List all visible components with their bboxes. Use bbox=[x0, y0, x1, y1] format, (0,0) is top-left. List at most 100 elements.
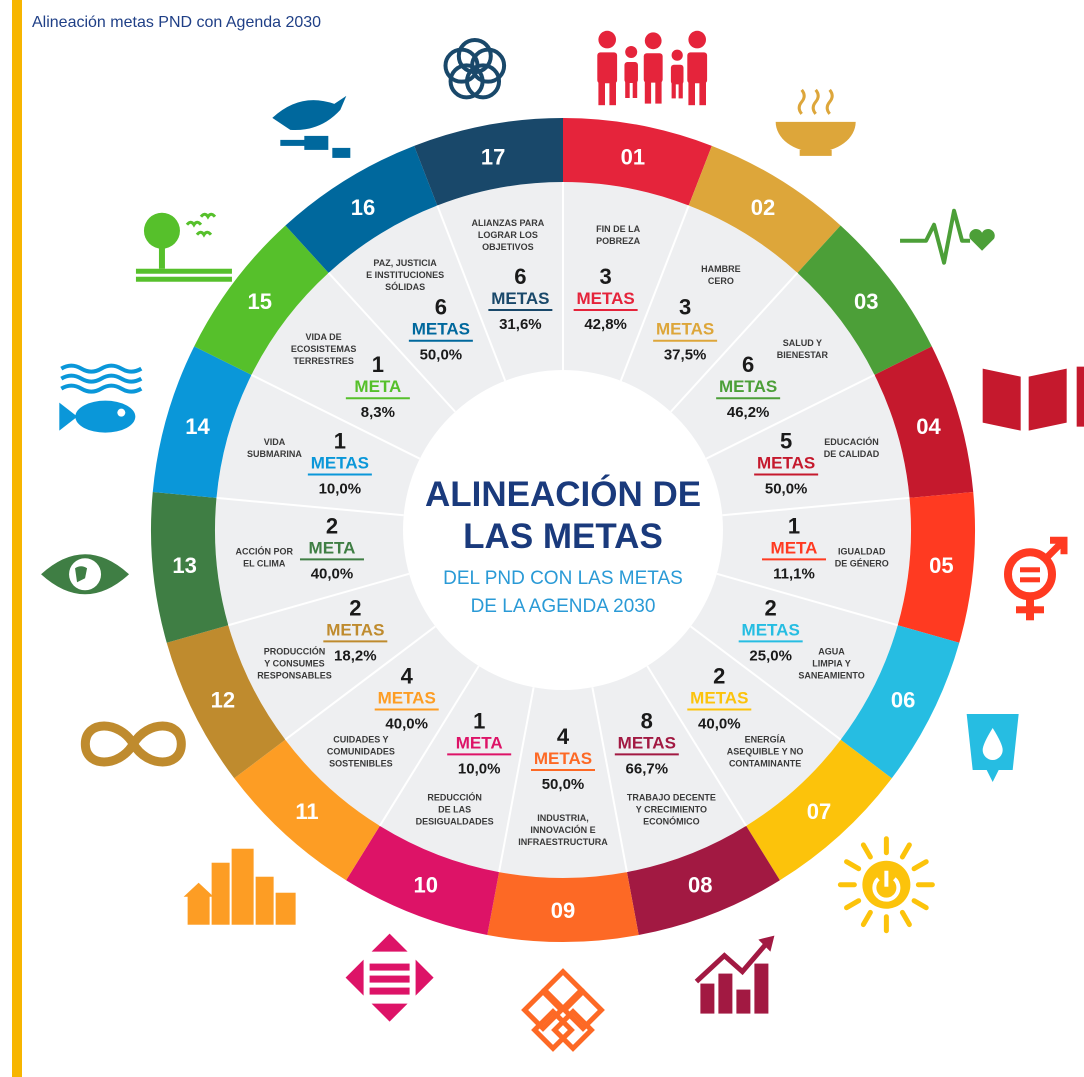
goal-02-count: 3 bbox=[679, 295, 691, 320]
goal-03-number: 03 bbox=[854, 289, 878, 314]
segment-goal-16 bbox=[285, 145, 438, 273]
goal-05-percent: 11,1% bbox=[773, 565, 815, 582]
accent-bar bbox=[12, 0, 22, 1077]
goal-15-unit: META bbox=[354, 377, 401, 396]
segment-goal-04 bbox=[874, 346, 974, 498]
segment-divider bbox=[690, 625, 842, 741]
food-bowl-icon bbox=[775, 88, 856, 156]
goal-10-percent: 10,0% bbox=[458, 760, 501, 777]
goal-14-count: 1 bbox=[334, 429, 346, 454]
cubes-icon bbox=[521, 968, 605, 1052]
goal-04-count: 5 bbox=[780, 429, 792, 454]
goal-08-number: 08 bbox=[688, 872, 712, 897]
page-title: Alineación metas PND con Agenda 2030 bbox=[32, 14, 322, 31]
goal-16-percent: 50,0% bbox=[420, 347, 463, 364]
segment-divider bbox=[251, 373, 421, 460]
segment-goal-14 bbox=[152, 346, 252, 498]
segment-divider bbox=[327, 272, 456, 413]
goal-11-unit: METAS bbox=[378, 688, 436, 707]
goal-09-count: 4 bbox=[557, 724, 570, 749]
goal-16-number: 16 bbox=[351, 195, 375, 220]
segment-divider bbox=[619, 205, 690, 382]
book-icon bbox=[982, 366, 1084, 431]
goal-05-number: 05 bbox=[929, 553, 953, 578]
center-heading-line1: ALINEACIÓN DE bbox=[425, 474, 701, 514]
goal-17-count: 6 bbox=[514, 264, 526, 289]
goal-13-percent: 40,0% bbox=[311, 565, 354, 582]
segment-goal-07 bbox=[746, 739, 892, 881]
goal-05-unit: META bbox=[771, 538, 818, 557]
segment-goal-08 bbox=[626, 825, 780, 935]
infinity-loop-icon bbox=[80, 721, 186, 767]
fish-waves-icon bbox=[59, 363, 143, 433]
goal-15-percent: 8,3% bbox=[361, 404, 395, 421]
segment-goal-05 bbox=[897, 491, 975, 643]
segment-divider bbox=[378, 665, 480, 827]
goal-13-count: 2 bbox=[326, 513, 338, 538]
goal-06-percent: 25,0% bbox=[749, 647, 792, 664]
center-disc bbox=[403, 370, 723, 690]
gender-equality-icon bbox=[1004, 536, 1068, 621]
goal-16-unit: METAS bbox=[412, 320, 470, 339]
goal-02-unit: METAS bbox=[656, 320, 714, 339]
goal-12-count: 2 bbox=[349, 595, 361, 620]
segment-goal-09 bbox=[487, 872, 639, 942]
family-icon bbox=[597, 30, 708, 106]
goal-10-number: 10 bbox=[413, 872, 437, 897]
goal-12-unit: METAS bbox=[326, 620, 384, 639]
segment-divider bbox=[716, 572, 898, 627]
segment-goal-06 bbox=[840, 625, 960, 779]
goal-09-unit: METAS bbox=[534, 749, 592, 768]
goal-02-percent: 37,5% bbox=[664, 347, 707, 364]
segment-divider bbox=[646, 665, 748, 827]
goal-01-percent: 42,8% bbox=[584, 316, 627, 333]
goal-05-count: 1 bbox=[788, 513, 800, 538]
goal-06-unit: METAS bbox=[742, 620, 800, 639]
segment-goal-13 bbox=[151, 491, 229, 643]
goal-06-count: 2 bbox=[765, 595, 777, 620]
goal-04-unit: METAS bbox=[757, 454, 815, 473]
goal-10-unit: META bbox=[456, 733, 503, 752]
center-sub-line1: DEL PND CON LAS METAS bbox=[443, 568, 683, 589]
tree-birds-icon bbox=[135, 212, 232, 282]
goal-07-percent: 40,0% bbox=[698, 715, 741, 732]
goal-12-percent: 18,2% bbox=[334, 647, 377, 664]
center-sub-line2: DE LA AGENDA 2030 bbox=[471, 596, 656, 617]
goal-06-number: 06 bbox=[891, 687, 915, 712]
goal-04-number: 04 bbox=[916, 414, 941, 439]
goal-16-count: 6 bbox=[435, 295, 447, 320]
goal-08-unit: METAS bbox=[618, 733, 676, 752]
segment-goal-15 bbox=[194, 225, 329, 375]
goal-09-percent: 50,0% bbox=[542, 776, 585, 793]
goal-15-count: 1 bbox=[372, 352, 384, 377]
segment-goal-01 bbox=[563, 118, 712, 206]
goal-13-unit: META bbox=[309, 538, 356, 557]
goal-13-number: 13 bbox=[172, 553, 196, 578]
goal-03-count: 6 bbox=[742, 352, 754, 377]
goal-17-number: 17 bbox=[481, 144, 505, 169]
goal-17-unit: METAS bbox=[491, 289, 549, 308]
goal-01-unit: METAS bbox=[577, 289, 635, 308]
goal-03-percent: 46,2% bbox=[727, 404, 770, 421]
goal-01-count: 3 bbox=[600, 264, 612, 289]
goal-07-unit: METAS bbox=[690, 688, 748, 707]
goal-15-number: 15 bbox=[248, 289, 272, 314]
city-buildings-icon bbox=[183, 848, 296, 925]
goal-17-percent: 31,6% bbox=[499, 316, 542, 333]
goal-10-count: 1 bbox=[473, 708, 485, 733]
segment-divider bbox=[436, 205, 507, 382]
goal-02-number: 02 bbox=[751, 195, 775, 220]
goal-12-number: 12 bbox=[211, 687, 235, 712]
goal-01-number: 01 bbox=[621, 144, 645, 169]
